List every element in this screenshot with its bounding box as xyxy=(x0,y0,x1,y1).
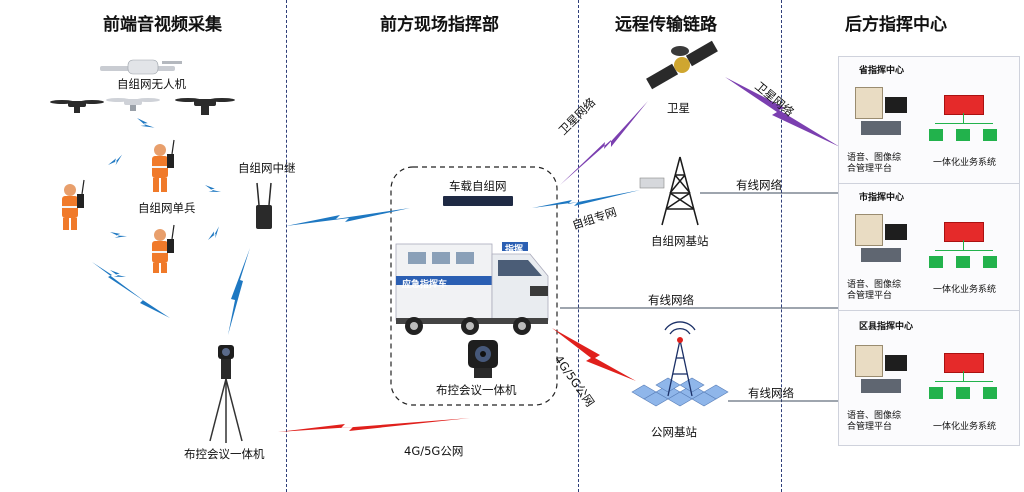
mesh-link-bolts xyxy=(92,114,640,335)
service-node-icon xyxy=(983,387,997,399)
label-mesh-base: 自组网基站 xyxy=(651,234,709,248)
center-panel-city: 市指挥中心 语音、图像综合管理平台 一体化业务系统 xyxy=(838,183,1020,311)
vehicle-conference-icon xyxy=(468,340,498,378)
service-connector xyxy=(935,250,993,251)
service-node-icon xyxy=(983,256,997,268)
center-platform-label: 语音、图像综合管理平台 xyxy=(847,280,902,301)
center-panel-province: 省指挥中心 语音、图像综合管理平台 一体化业务系统 xyxy=(838,56,1020,184)
relay-device-icon xyxy=(256,182,272,229)
service-main-icon xyxy=(944,222,984,242)
label-vehicle-conf: 布控会议一体机 xyxy=(436,383,517,397)
column-divider-1 xyxy=(286,0,287,492)
server-icon xyxy=(855,87,883,119)
rack-icon xyxy=(861,248,901,262)
service-connector xyxy=(935,123,993,124)
center-title: 省指挥中心 xyxy=(859,66,905,76)
service-node-icon xyxy=(929,387,943,399)
vehicle-network-device-icon xyxy=(443,196,513,206)
column-title-remote: 远程传输链路 xyxy=(615,15,717,35)
label-link-wired-mid: 有线网络 xyxy=(648,293,694,307)
label-public-base: 公网基站 xyxy=(651,425,697,439)
mesh-base-radio-icon xyxy=(639,177,665,189)
tripod-conference-icon xyxy=(209,345,243,443)
center-title: 市指挥中心 xyxy=(859,193,905,203)
column-title-front-av: 前端音视频采集 xyxy=(103,15,222,35)
server-icon xyxy=(855,345,883,377)
label-link-wired-top: 有线网络 xyxy=(736,178,782,192)
service-connector xyxy=(963,371,964,381)
label-vehicle-side: 应急指挥车 xyxy=(402,280,448,290)
mesh-base-tower-icon xyxy=(661,156,699,226)
label-link-wired-bottom: 有线网络 xyxy=(748,386,794,400)
center-panel-county: 区县指挥中心 语音、图像综合管理平台 一体化业务系统 xyxy=(838,310,1020,446)
public-link-bolts xyxy=(278,328,636,432)
satellite-link-bolts xyxy=(560,77,840,185)
public-base-station-icon xyxy=(631,321,729,407)
service-main-icon xyxy=(944,353,984,373)
service-node-icon xyxy=(929,256,943,268)
service-node-icon xyxy=(956,129,970,141)
center-platform-label: 语音、图像综合管理平台 xyxy=(847,153,902,174)
service-node-icon xyxy=(956,387,970,399)
rack-icon xyxy=(861,379,901,393)
service-connector xyxy=(963,113,964,123)
drone-group xyxy=(50,59,235,115)
command-vehicle-icon xyxy=(395,242,549,335)
column-title-back: 后方指挥中心 xyxy=(845,15,947,35)
rack-icon xyxy=(861,121,901,135)
label-drone: 自组网无人机 xyxy=(117,77,186,91)
service-main-icon xyxy=(944,95,984,115)
service-node-icon xyxy=(983,129,997,141)
label-soldier: 自组网单兵 xyxy=(138,201,196,215)
column-divider-2 xyxy=(578,0,579,492)
column-divider-3 xyxy=(781,0,782,492)
label-link-4g-bottom: 4G/5G公网 xyxy=(404,444,464,458)
monitor-icon xyxy=(885,355,907,371)
service-connector xyxy=(935,381,993,382)
label-tripod: 布控会议一体机 xyxy=(184,447,265,461)
soldier-figures xyxy=(62,139,175,273)
center-service-label: 一体化业务系统 xyxy=(933,158,997,168)
service-connector xyxy=(963,240,964,250)
center-title: 区县指挥中心 xyxy=(859,322,914,332)
server-icon xyxy=(855,214,883,246)
wired-lines xyxy=(560,192,838,402)
center-service-label: 一体化业务系统 xyxy=(933,285,997,295)
label-vehicle-roof: 指挥 xyxy=(505,245,524,255)
vehicle-group-frame xyxy=(390,166,558,406)
monitor-icon xyxy=(885,224,907,240)
label-satellite: 卫星 xyxy=(667,101,690,115)
column-title-front-cmd: 前方现场指挥部 xyxy=(380,15,499,35)
center-platform-label: 语音、图像综合管理平台 xyxy=(847,411,902,432)
center-service-label: 一体化业务系统 xyxy=(933,422,997,432)
service-node-icon xyxy=(956,256,970,268)
label-vehicle-net: 车载自组网 xyxy=(449,179,507,193)
service-node-icon xyxy=(929,129,943,141)
label-relay: 自组网中继 xyxy=(238,161,296,175)
satellite-icon xyxy=(646,40,718,90)
monitor-icon xyxy=(885,97,907,113)
